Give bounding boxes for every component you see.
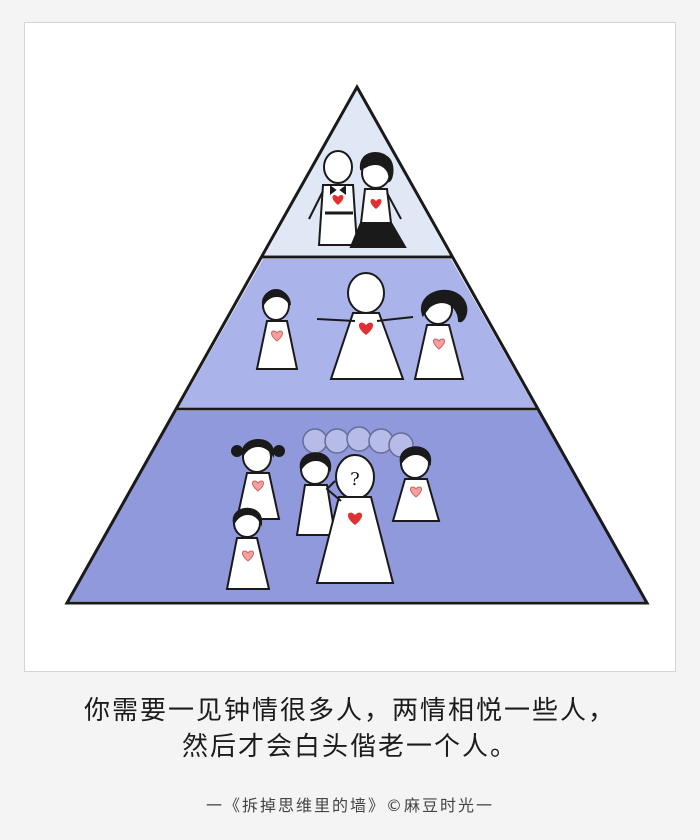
illustration-frame: ? (24, 22, 676, 672)
caption-line-1: 你需要一见钟情很多人，两情相悦一些人， (83, 696, 616, 726)
question-mark-label: ? (350, 469, 360, 490)
caption-line-2: 然后才会白头偕老一个人。 (181, 732, 518, 762)
heart-icon (242, 550, 254, 562)
heart-icon (252, 480, 264, 492)
heart-icon (433, 338, 445, 350)
heart-icon (410, 486, 422, 498)
pyramid-illustration: ? (64, 83, 650, 605)
heart-icon (271, 330, 283, 342)
pyramid-outline (64, 83, 650, 605)
middle-tier-figures (255, 272, 468, 380)
bottom-tier-crowd (225, 426, 441, 590)
heart-icon (358, 322, 374, 335)
heart-icon (332, 194, 344, 205)
couple-figures (308, 150, 407, 248)
heart-icon (347, 512, 363, 525)
credit-line: 一《拆掉思维里的墙》©麻豆时光一 (205, 796, 494, 815)
heart-icon (370, 198, 382, 209)
